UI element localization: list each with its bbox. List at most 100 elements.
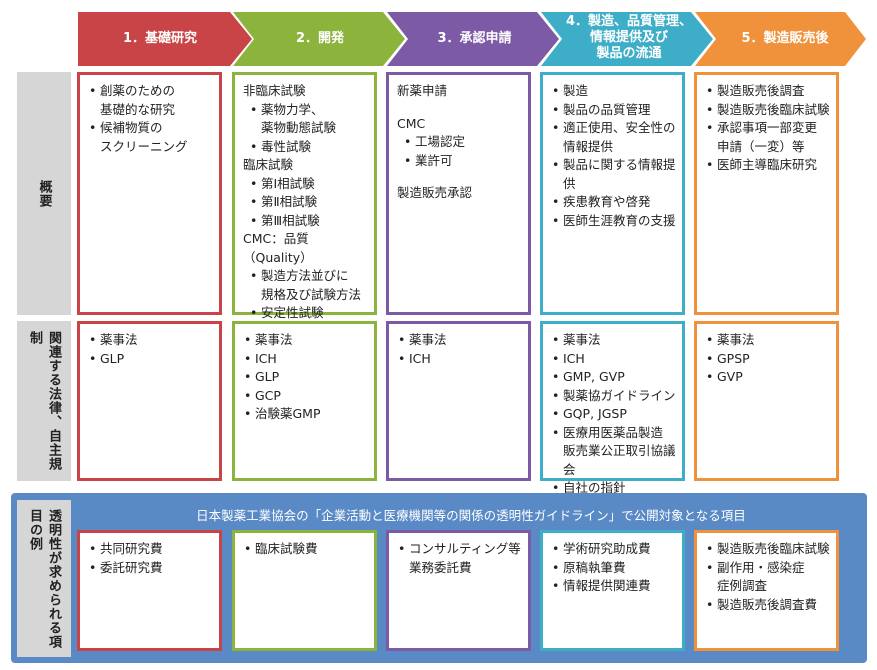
overview-cell-4: 製造製品の品質管理適正使用、安全性の 情報提供製品に関する情報提供疾患教育や啓発… — [540, 72, 685, 315]
stage-arrow-3 — [387, 12, 559, 66]
stage-label-1: 1．基礎研究 — [122, 31, 198, 46]
regulation-item: 薬事法 — [88, 331, 213, 350]
overview-bullet-item: 薬物力学、 薬物動態試験 — [249, 101, 368, 138]
stage-arrow-5 — [695, 12, 866, 66]
overview-bullet-item: 承認事項一部変更 申請（一変）等 — [705, 119, 830, 156]
regulation-cell-2: 薬事法ICHGLPGCP治験薬GMP — [232, 321, 377, 481]
transparency-cell-2: 臨床試験費 — [232, 530, 377, 651]
overview-list: 製造販売後調査製造販売後臨床試験承認事項一部変更 申請（一変）等医師主導臨床研究 — [705, 82, 830, 175]
overview-bullet-item: 医師生涯教育の支援 — [551, 212, 676, 231]
regulation-item: 薬事法 — [551, 331, 676, 350]
overview-heading: 臨床試験 — [243, 157, 294, 172]
overview-cell-3: 新薬申請CMC工場認定業許可製造販売承認 — [386, 72, 531, 315]
row-label-transparency-text: 透明性が求められる項目の例 — [27, 508, 61, 649]
row-label-regulations: 関連する法律、自主規制 — [17, 321, 71, 481]
regulation-item: GLP — [88, 350, 213, 369]
regulation-item: GVP — [705, 368, 830, 387]
regulation-item: GQP, JGSP — [551, 405, 676, 424]
regulation-list: 薬事法ICHGLPGCP治験薬GMP — [243, 331, 368, 424]
overview-list: 新薬申請CMC工場認定業許可製造販売承認 — [397, 82, 522, 203]
regulation-cell-3: 薬事法ICH — [386, 321, 531, 481]
overview-bullet-item: 業許可 — [403, 152, 522, 171]
overview-cell-2: 非臨床試験薬物力学、 薬物動態試験毒性試験臨床試験第Ⅰ相試験第Ⅱ相試験第Ⅲ相試験… — [232, 72, 377, 322]
overview-bullet-item: 第Ⅲ相試験 — [249, 212, 368, 231]
regulation-item: GCP — [243, 387, 368, 406]
stage-label-3: 3．承認申請 — [437, 31, 512, 46]
regulation-item: 製薬協ガイドライン — [551, 387, 676, 406]
regulation-cell-1: 薬事法GLP — [77, 321, 222, 481]
stage-label-2: 2．開発 — [295, 31, 345, 46]
spacer — [397, 101, 522, 115]
spacer — [397, 170, 522, 184]
transparency-item: 副作用・感染症 症例調査 — [705, 559, 830, 596]
overview-bullet-item: 第Ⅰ相試験 — [249, 175, 368, 194]
regulation-cell-4: 薬事法ICHGMP, GVP製薬協ガイドラインGQP, JGSP医療用医薬品製造… — [540, 321, 685, 497]
overview-cell-1: 創薬のための 基礎的な研究候補物質の スクリーニング — [77, 72, 222, 315]
transparency-list: 製造販売後臨床試験副作用・感染症 症例調査製造販売後調査費 — [705, 540, 830, 614]
regulation-item: 薬事法 — [397, 331, 522, 350]
transparency-item: 学術研究助成費 — [551, 540, 676, 559]
transparency-title: 日本製薬工業協会の「企業活動と医療機関等の関係の透明性ガイドライン」で公開対象と… — [196, 508, 746, 523]
regulation-list: 薬事法ICH — [397, 331, 522, 368]
overview-list: 製造製品の品質管理適正使用、安全性の 情報提供製品に関する情報提供疾患教育や啓発… — [551, 82, 676, 230]
overview-bullet-item: 製造方法並びに 規格及び試験方法 — [249, 267, 368, 304]
overview-cell-5: 製造販売後調査製造販売後臨床試験承認事項一部変更 申請（一変）等医師主導臨床研究 — [694, 72, 839, 315]
overview-bullet-item: 製品に関する情報提供 — [551, 156, 676, 193]
regulation-item: ICH — [551, 350, 676, 369]
stage-label-4: 4．製造、品質管理、 情報提供及び 製品の流通 — [565, 14, 693, 61]
overview-list: 非臨床試験薬物力学、 薬物動態試験毒性試験臨床試験第Ⅰ相試験第Ⅱ相試験第Ⅲ相試験… — [243, 82, 368, 323]
transparency-list: 学術研究助成費原稿執筆費情報提供関連費 — [551, 540, 676, 596]
regulation-item: GPSP — [705, 350, 830, 369]
overview-heading: 新薬申請 — [397, 83, 448, 98]
regulation-item: ICH — [243, 350, 368, 369]
overview-bullet-item: 創薬のための 基礎的な研究 — [88, 82, 213, 119]
transparency-item: 製造販売後臨床試験 — [705, 540, 830, 559]
overview-heading: CMC — [397, 115, 426, 131]
transparency-list: 臨床試験費 — [243, 540, 368, 559]
transparency-item: 委託研究費 — [88, 559, 213, 578]
overview-bullet-item: 医師主導臨床研究 — [705, 156, 830, 175]
overview-bullet-item: 適正使用、安全性の 情報提供 — [551, 119, 676, 156]
overview-bullet-item: 製品の品質管理 — [551, 101, 676, 120]
overview-heading: 非臨床試験 — [243, 83, 306, 98]
transparency-cell-1: 共同研究費委託研究費 — [77, 530, 222, 651]
overview-heading: 製造販売承認 — [397, 185, 473, 200]
overview-bullet-item: 第Ⅱ相試験 — [249, 193, 368, 212]
transparency-cell-4: 学術研究助成費原稿執筆費情報提供関連費 — [540, 530, 685, 651]
overview-list: 創薬のための 基礎的な研究候補物質の スクリーニング — [88, 82, 213, 156]
stage-label-5: 5．製造販売後 — [741, 31, 829, 46]
stage-arrow-4 — [541, 12, 713, 66]
regulation-item: GLP — [243, 368, 368, 387]
row-label-transparency: 透明性が求められる項目の例 — [17, 500, 71, 657]
row-label-overview: 概要 — [17, 72, 71, 315]
overview-bullet-item: 製造販売後調査 — [705, 82, 830, 101]
transparency-item: 情報提供関連費 — [551, 577, 676, 596]
transparency-item: 製造販売後調査費 — [705, 596, 830, 615]
regulation-list: 薬事法GLP — [88, 331, 213, 368]
transparency-item: コンサルティング等 業務委託費 — [397, 540, 522, 577]
regulation-item: 治験薬GMP — [243, 405, 368, 424]
overview-heading: CMC：品質（Quality） — [243, 231, 313, 265]
regulation-item: 自社の指針 — [551, 479, 676, 498]
overview-bullet-item: 候補物質の スクリーニング — [88, 119, 213, 156]
transparency-list: 共同研究費委託研究費 — [88, 540, 213, 577]
regulation-item: 薬事法 — [705, 331, 830, 350]
regulation-item: ICH — [397, 350, 522, 369]
regulation-list: 薬事法ICHGMP, GVP製薬協ガイドラインGQP, JGSP医療用医薬品製造… — [551, 331, 676, 498]
transparency-item: 臨床試験費 — [243, 540, 368, 559]
regulation-item: GMP, GVP — [551, 368, 676, 387]
overview-bullet-item: 毒性試験 — [249, 138, 368, 157]
transparency-cell-5: 製造販売後臨床試験副作用・感染症 症例調査製造販売後調査費 — [694, 530, 839, 651]
regulation-item: 薬事法 — [243, 331, 368, 350]
overview-bullet-item: 疾患教育や啓発 — [551, 193, 676, 212]
regulation-list: 薬事法GPSPGVP — [705, 331, 830, 387]
stage-arrow-1 — [78, 12, 252, 66]
stage-arrows — [78, 12, 866, 66]
regulation-cell-5: 薬事法GPSPGVP — [694, 321, 839, 481]
row-label-regulations-text: 関連する法律、自主規制 — [27, 331, 61, 471]
row-label-overview-text: 概要 — [36, 179, 52, 208]
overview-bullet-item: 製造販売後臨床試験 — [705, 101, 830, 120]
regulation-item: 医療用医薬品製造 販売業公正取引協議会 — [551, 424, 676, 480]
overview-bullet-item: 安定性試験 — [249, 304, 368, 323]
stage-arrow-2 — [233, 12, 405, 66]
